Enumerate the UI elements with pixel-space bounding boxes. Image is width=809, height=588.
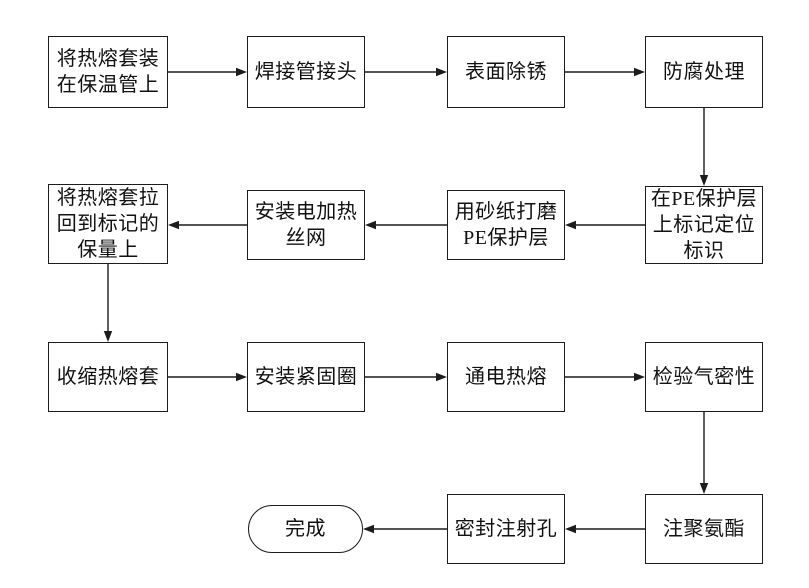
arrow-n13-n14 [565,524,645,534]
flow-node-inject-polyurethane: 注聚氨酯 [645,494,763,564]
arrow-n11-n12 [565,372,645,382]
arrow-n14-n15 [363,524,447,534]
flow-node-shrink-sleeve: 收缩热熔套 [48,342,168,412]
arrow-n7-n8 [168,220,247,230]
arrow-n6-n7 [365,220,447,230]
flow-node-install-heating-wire-mesh: 安装电加热 丝网 [247,190,365,260]
flow-node-weld-pipe-joint: 焊接管接头 [247,36,365,108]
flow-node-install-sleeve-on-pipe: 将热熔套装 在保温管上 [48,36,168,108]
arrow-n10-n11 [365,372,447,382]
flow-node-seal-injection-hole: 密封注射孔 [447,494,565,564]
arrow-n9-n10 [168,372,247,382]
arrow-n4-n5 [699,108,709,186]
arrow-n5-n6 [565,220,645,230]
arrow-n3-n4 [565,67,645,77]
flow-node-pull-sleeve-back-to-mark: 将热熔套拉 回到标记的 保量上 [48,184,168,264]
flow-node-energize-heat-fuse: 通电热熔 [447,342,565,412]
flow-node-anticorrosion-treatment: 防腐处理 [645,36,763,108]
flow-node-airtightness-test: 检验气密性 [645,342,763,412]
flow-node-surface-derust: 表面除锈 [447,36,565,108]
flow-node-install-fastening-ring: 安装紧固圈 [247,342,365,412]
flow-node-mark-position-on-pe-layer: 在PE保护层 上标记定位 标识 [645,186,763,264]
arrow-n12-n13 [699,412,709,494]
arrow-n1-n2 [168,67,247,77]
flow-node-sand-pe-layer: 用砂纸打磨 PE保护层 [447,190,565,260]
arrow-n8-n9 [103,264,113,342]
arrow-n2-n3 [365,67,447,77]
flow-node-done-terminator: 完成 [248,505,363,553]
